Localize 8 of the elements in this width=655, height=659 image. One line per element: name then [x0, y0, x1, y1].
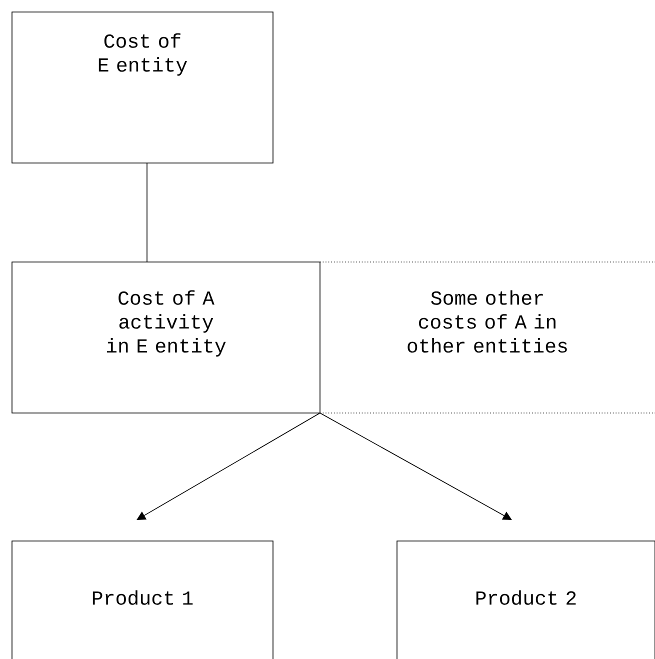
- cost-box: Cost of A activity in E entity: [12, 262, 320, 414]
- dotted-cost-area: Some other costs of A in other entities: [320, 262, 655, 414]
- cost-box: Cost of E entity: [12, 12, 274, 164]
- product-box: Product 2: [396, 540, 655, 659]
- connector-line: [146, 162, 148, 262]
- arrow: [136, 412, 320, 520]
- product-box: Product 1: [12, 540, 274, 659]
- arrow: [320, 412, 512, 520]
